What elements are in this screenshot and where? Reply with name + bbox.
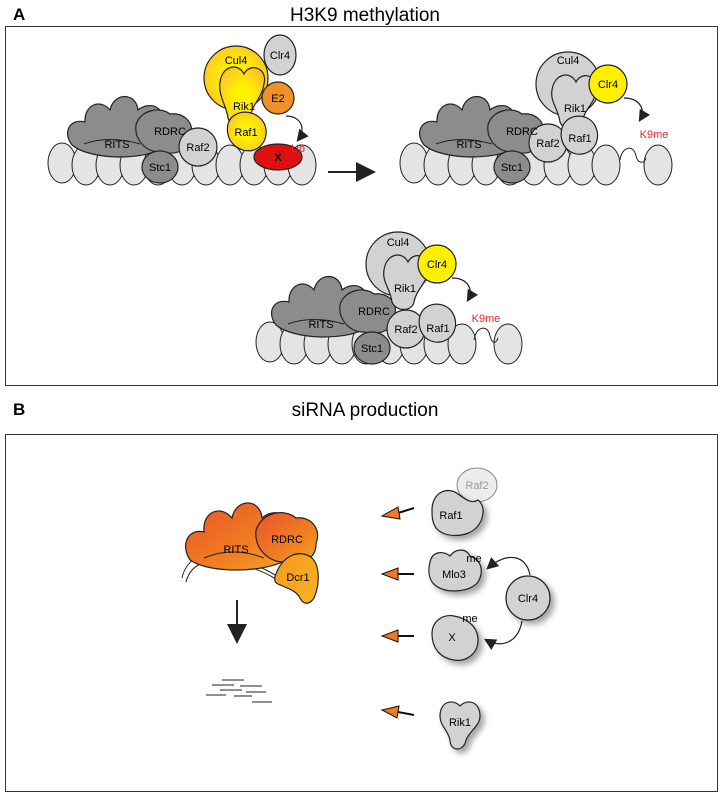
raf1-shape — [431, 489, 484, 537]
mlo3-group: Mlo3 me — [428, 549, 482, 592]
k9me-arrow — [451, 277, 479, 303]
stc1-label: Stc1 — [501, 162, 523, 174]
stc1-label: Stc1 — [149, 162, 171, 174]
rdrc-label: RDRC — [506, 126, 538, 138]
k9-tail — [619, 147, 647, 163]
panel-a-title: H3K9 methylation — [290, 5, 440, 26]
stc1-shape — [141, 150, 179, 184]
rdrc-label: RDRC — [271, 534, 303, 546]
rits-inner-line — [203, 551, 265, 559]
raf2-label: Raf2 — [394, 324, 417, 336]
clr4-label: Clr4 — [427, 259, 447, 271]
rits-label: RITS — [223, 544, 248, 556]
clr4-group: Clr4 — [483, 556, 551, 650]
x-me-label: me — [462, 613, 477, 625]
raf1-raf2-group: Raf2 Raf1 — [431, 467, 498, 537]
clr4-label: Clr4 — [598, 79, 618, 91]
raf1-label: Raf1 — [568, 133, 591, 145]
rik1-shape — [439, 701, 481, 750]
mlo3-shape — [428, 549, 482, 592]
e2-label: E2 — [271, 93, 284, 105]
x-label: X — [274, 152, 282, 164]
rdrc-shape — [255, 512, 319, 564]
clr4-to-mlo3-arrow — [486, 556, 531, 576]
rdrc-label: RDRC — [358, 306, 390, 318]
k9-tail — [473, 327, 499, 343]
panel-b-letter: B — [13, 400, 26, 419]
clr4-to-x-arrow — [483, 620, 523, 650]
dcr1-shape — [274, 553, 319, 604]
rik1-shape — [551, 74, 598, 131]
ub-label: Ub — [291, 143, 305, 155]
raf1-shape — [560, 115, 599, 155]
panel-b-title: siRNA production — [291, 400, 439, 421]
panel-b-frame — [5, 434, 718, 792]
stc1-label: Stc1 — [361, 343, 383, 355]
recruitment-arrow — [380, 705, 415, 719]
panel-a-letter: A — [13, 5, 26, 24]
k9me-arrow — [623, 97, 651, 123]
complex-a2: RITS RDRC Stc1 Raf2 Raf1 Rik1 Cul4 Clr4 … — [399, 51, 673, 186]
clr4-shape — [505, 575, 551, 621]
mlo3-me-label: me — [466, 553, 481, 565]
x-shape — [253, 143, 303, 171]
raf1-shape — [226, 111, 267, 152]
rik1-label: Rik1 — [449, 717, 471, 729]
rik1-label: Rik1 — [394, 283, 416, 295]
stc1-shape — [353, 331, 391, 365]
raf1-label: Raf1 — [439, 510, 462, 522]
raf1-shape — [418, 303, 457, 343]
rits-inner-line — [83, 139, 141, 145]
x-group: X me — [431, 613, 479, 661]
mlo3-label: Mlo3 — [442, 569, 466, 581]
rits-rdrc-dcr1-complex: RITS RDRC Dcr1 — [181, 502, 319, 604]
raf2-label: Raf2 — [186, 142, 209, 154]
raf2-label: Raf2 — [536, 138, 559, 150]
rik1-group: Rik1 — [439, 701, 481, 750]
rits-label: RITS — [104, 139, 129, 151]
e2-shape — [261, 81, 295, 115]
stc1-shape — [493, 150, 531, 184]
x-shape — [431, 615, 479, 661]
raf2-shape — [178, 127, 218, 167]
rik1-label: Rik1 — [564, 103, 586, 115]
cul4-label: Cul4 — [225, 55, 248, 67]
cul4-label: Cul4 — [387, 237, 410, 249]
rik1-label: Rik1 — [233, 101, 255, 113]
complex-a1: RITS RDRC Stc1 Raf2 Raf1 Rik1 Cul4 Clr4 … — [47, 34, 317, 186]
panel-a-frame — [5, 26, 718, 386]
clr4-label: Clr4 — [518, 593, 538, 605]
recruitment-arrow — [380, 506, 415, 520]
recruitment-arrows — [380, 506, 415, 719]
rik1-shape — [219, 66, 266, 128]
dcr1-label: Dcr1 — [286, 572, 309, 584]
recruitment-arrow — [380, 629, 414, 643]
ub-arrow — [285, 115, 309, 142]
sirna-fragments — [206, 679, 272, 703]
rik1-shape — [383, 254, 430, 311]
k9me-label: K9me — [472, 313, 501, 325]
raf1-label: Raf1 — [426, 323, 449, 335]
clr4-shape — [263, 34, 297, 76]
clr4-shape — [588, 64, 628, 104]
rdrc-label: RDRC — [154, 126, 186, 138]
rits-inner-line — [287, 319, 345, 325]
raf1-label: Raf1 — [234, 127, 257, 139]
recruitment-arrow — [380, 567, 414, 581]
clr4-shape — [417, 244, 457, 284]
rits-label: RITS — [456, 139, 481, 151]
x-label: X — [448, 632, 456, 644]
rits-inner-line — [435, 139, 493, 145]
k9me-label: K9me — [640, 129, 669, 141]
complex-a3: RITS RDRC Stc1 Raf2 Raf1 Rik1 Cul4 Clr4 … — [255, 231, 523, 365]
rits-label: RITS — [308, 319, 333, 331]
clr4-label: Clr4 — [270, 50, 290, 62]
cul4-label: Cul4 — [557, 55, 580, 67]
raf2-label: Raf2 — [465, 480, 488, 492]
